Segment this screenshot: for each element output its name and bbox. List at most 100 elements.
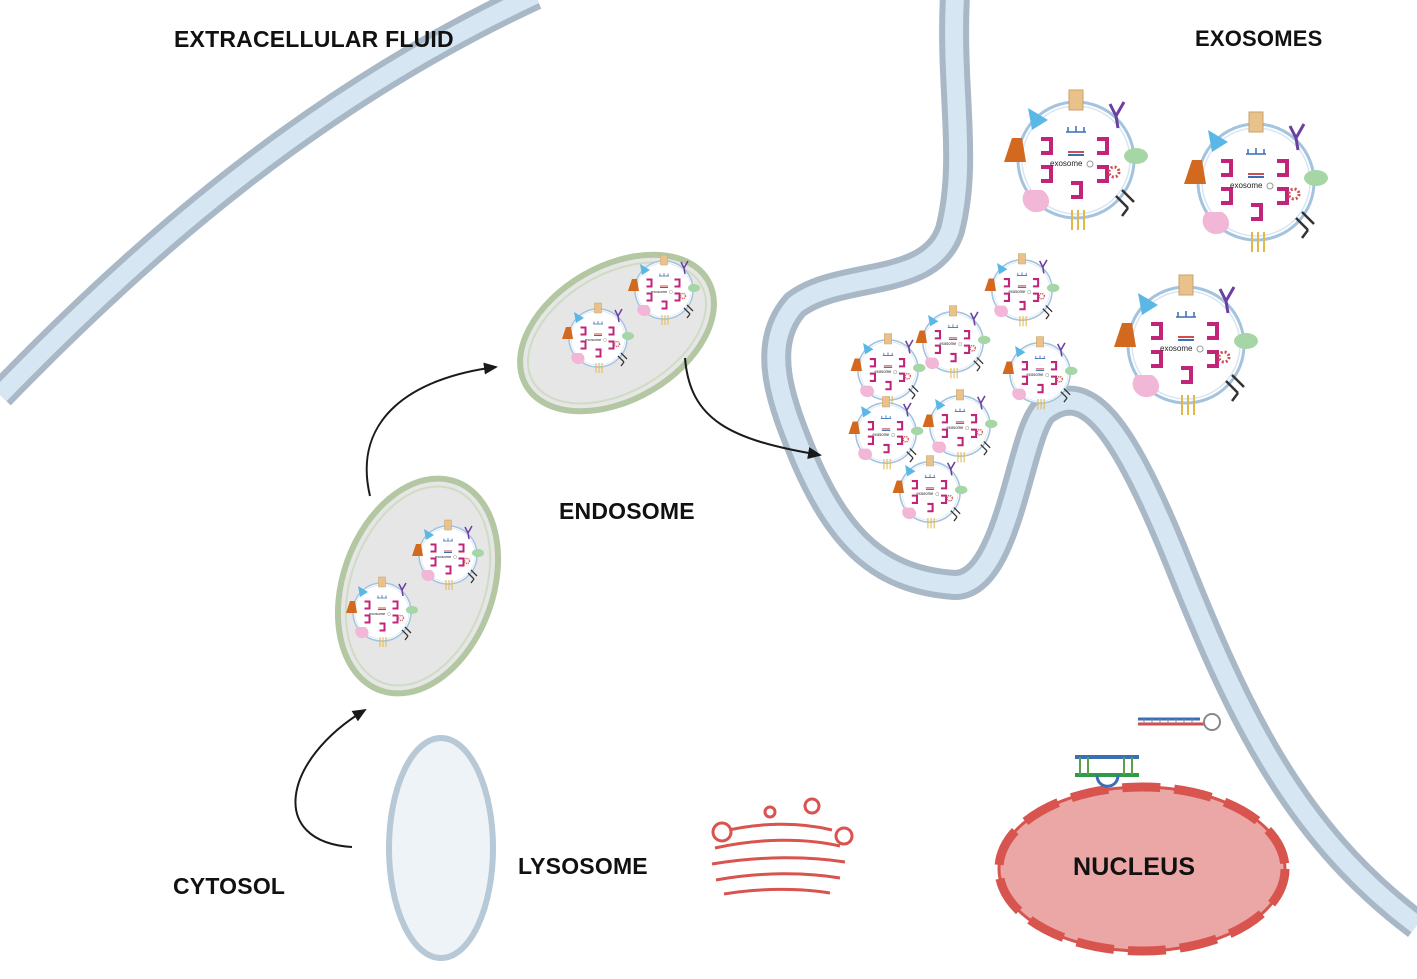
trapezoid-marker-icon [850,358,862,372]
antibody-icon [904,339,914,354]
trapezoid-marker-icon [1114,323,1136,347]
triangle-marker-icon [1028,108,1048,130]
exosome-vesicle: exosome [1114,274,1258,415]
lipid-icon [1064,366,1078,376]
protein-icon [355,627,369,639]
trapezoid-marker-icon [562,327,573,339]
vesicle-text: exosome [1230,181,1263,190]
trapezoid-marker-icon [1002,361,1014,375]
exosome-vesicle: exosome [984,253,1060,327]
protein-icon [932,441,947,454]
golgi-apparatus [711,797,854,896]
exosome-vesicle: exosome [850,333,926,407]
trapezoid-marker-icon [346,601,357,613]
lipid-icon [472,549,484,557]
nucleus [994,782,1290,956]
receptor-icon [1036,336,1044,348]
endosome-lower [334,475,502,697]
lysosome [386,735,496,961]
triangle-marker-icon [1138,293,1158,315]
antibody-icon [464,525,473,540]
rna-hairpin-icon [1138,713,1221,731]
receptor-icon [1248,111,1264,133]
vesicle-text: exosome [435,554,452,559]
protein-icon [994,305,1009,318]
trapezoid-marker-icon [922,414,934,428]
antibody-icon [1288,123,1306,151]
lipid-icon [688,284,700,292]
receptor-icon [926,455,934,467]
cytosol-label: CYTOSOL [173,873,286,899]
antibody-icon [398,582,407,597]
trapezoid-marker-icon [915,330,927,344]
upper-left-membrane [0,0,542,406]
triangle-marker-icon [997,262,1008,275]
vesicle-text: exosome [939,341,957,346]
lipid-icon [1046,283,1060,293]
nucleus-label: NUCLEUS [1073,853,1196,881]
dna-duplex-icon [1075,755,1139,788]
receptor-icon [956,389,964,401]
exosome-vesicle: exosome [562,302,634,373]
receptor-icon [882,396,890,408]
vesicle-text: exosome [585,337,602,342]
lipid-icon [406,606,418,614]
lipid-icon [1124,148,1148,164]
arrow-endosome-to-endosome [365,362,498,497]
triangle-marker-icon [861,405,872,418]
endosome-label: ENDOSOME [559,498,695,524]
protein-icon [858,448,873,461]
antibody-icon [1218,286,1236,314]
exosomes-label: EXOSOMES [1195,26,1323,51]
triangle-marker-icon [1015,345,1026,358]
exosome-vesicle: exosome [915,305,991,379]
receptor-icon [444,519,452,531]
receptor-icon [884,333,892,345]
receptor-icon [949,305,957,317]
protein-icon [860,385,875,398]
protein-icon [1132,375,1160,398]
vesicle-text: exosome [651,289,668,294]
lipid-icon [984,419,998,429]
antibody-icon [946,461,956,476]
vesicle-text: exosome [1008,289,1026,294]
trapezoid-marker-icon [1184,160,1206,184]
vesicle-text: exosome [1050,159,1083,168]
antibody-icon [902,402,912,417]
vesicle-text: exosome [1026,372,1044,377]
exosome-vesicle: exosome [848,396,924,470]
triangle-marker-icon [928,314,939,327]
receptor-icon [660,254,668,266]
lysosome-label: LYSOSOME [518,853,648,879]
exosome-vesicle: exosome [922,389,998,463]
lipid-icon [910,426,924,436]
triangle-marker-icon [358,586,368,597]
antibody-icon [1108,101,1126,129]
arrow-cytosol-to-endosome [294,708,367,848]
antibody-icon [969,311,979,326]
protein-icon [925,357,940,370]
extracellular-fluid-label: EXTRACELLULAR FLUID [174,26,454,52]
antibody-icon [614,308,623,323]
trapezoid-marker-icon [892,480,904,494]
exosome-vesicle: exosome [412,519,484,590]
trapezoid-marker-icon [628,279,639,291]
triangle-marker-icon [424,529,434,540]
trapezoid-marker-icon [412,544,423,556]
trapezoid-marker-icon [848,421,860,435]
receptor-icon [1068,89,1084,111]
vesicle-text: exosome [872,432,890,437]
trapezoid-marker-icon [984,278,996,292]
vesicle-text: exosome [946,425,964,430]
protein-icon [421,570,435,582]
exosome-vesicle: exosome [1004,89,1148,230]
lipid-icon [977,335,991,345]
antibody-icon [976,395,986,410]
lipid-icon [954,485,968,495]
exosome-vesicle: exosome [628,254,700,325]
triangle-marker-icon [863,342,874,355]
protein-icon [1022,190,1050,213]
triangle-marker-icon [905,464,916,477]
triangle-marker-icon [935,398,946,411]
